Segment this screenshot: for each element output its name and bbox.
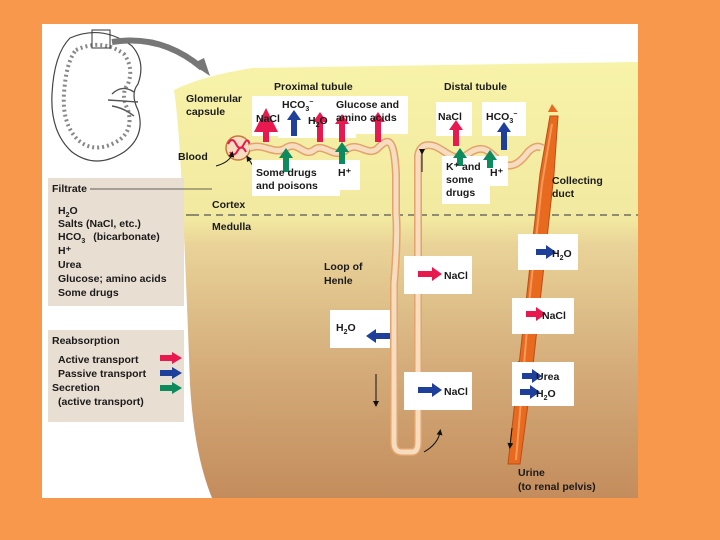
filtrate-drugs: Some drugs [58, 287, 119, 299]
duct-h2o-2: H2O [536, 388, 556, 402]
filtrate-title: Filtrate [52, 183, 87, 195]
label-loop-2: Henle [324, 275, 353, 287]
filtrate-salts: Salts (NaCl, etc.) [58, 218, 141, 230]
duct-urea: Urea [536, 371, 560, 383]
loop-box-h2o [330, 310, 390, 348]
duct-nacl: NaCl [542, 310, 566, 322]
diagram-slide: Proximal tubule Distal tubule Glomerular… [42, 24, 638, 498]
zoom-arrow [111, 37, 204, 71]
distal-k-2: some [446, 174, 474, 186]
proximal-drugs-2: and poisons [256, 180, 318, 192]
proximal-arrows [254, 108, 385, 172]
distal-hco3: HCO3− [486, 111, 517, 125]
filtrate-panel: Filtrate H2O Salts (NaCl, etc.) HCO3(bic… [48, 178, 212, 306]
proximal-hco3: HCO3− [282, 99, 313, 113]
label-urine-1: Urine [518, 467, 545, 479]
legend-title: Reabsorption [52, 335, 120, 347]
label-cortex: Cortex [212, 199, 245, 211]
legend-secretion-1: Secretion [52, 382, 100, 394]
filtrate-urea: Urea [58, 259, 82, 271]
loop-nacl-upper: NaCl [444, 270, 468, 282]
distal-box-hplus [482, 156, 508, 186]
nephron-diagram: Proximal tubule Distal tubule Glomerular… [48, 29, 638, 498]
label-medulla: Medulla [212, 221, 251, 233]
legend-active: Active transport [58, 354, 139, 366]
distal-k-3: drugs [446, 187, 475, 199]
proximal-glucose-1: Glucose and [336, 99, 399, 111]
loop-h2o: H2O [336, 322, 356, 336]
legend-passive: Passive transport [58, 368, 147, 380]
label-urine-2: (to renal pelvis) [518, 481, 596, 493]
label-proximal-tubule: Proximal tubule [274, 81, 353, 93]
proximal-drugs-1: Some drugs [256, 167, 317, 179]
filtrate-hplus: H⁺ [58, 245, 72, 257]
distal-k-1: K⁺ and [446, 161, 481, 173]
label-collecting-2: duct [552, 188, 575, 200]
label-distal-tubule: Distal tubule [444, 81, 507, 93]
loop-nacl-lower: NaCl [444, 386, 468, 398]
duct-h2o: H2O [552, 248, 572, 262]
duct-box-urea-h2o [512, 362, 574, 406]
legend-secretion-2: (active transport) [58, 396, 144, 408]
proximal-nacl: NaCl [256, 113, 280, 125]
proximal-box-drugs [252, 160, 340, 196]
legend-panel: Reabsorption Active transport Passive tr… [48, 330, 184, 422]
kidney-thumbnail [51, 29, 142, 162]
medulla-arrows [366, 245, 556, 399]
label-glomerular-2: capsule [186, 106, 225, 118]
label-glomerular-1: Glomerular [186, 93, 242, 105]
filtrate-glucose: Glucose; amino acids [58, 273, 167, 285]
label-collecting-1: Collecting [552, 175, 603, 187]
filtrate-hco3: HCO3(bicarbonate) [58, 231, 160, 245]
distal-arrows [449, 120, 511, 168]
proximal-box-hplus [332, 160, 360, 190]
proximal-hplus: H⁺ [338, 167, 352, 179]
proximal-glucose-2: amino acids [336, 112, 397, 124]
distal-hplus: H⁺ [490, 167, 504, 179]
label-blood: Blood [178, 151, 208, 163]
proximal-h2o: H2O [308, 115, 328, 129]
label-loop-1: Loop of [324, 261, 363, 273]
distal-nacl: NaCl [438, 111, 462, 123]
filtrate-h2o: H2O [58, 205, 78, 219]
glomerulus [225, 135, 251, 161]
